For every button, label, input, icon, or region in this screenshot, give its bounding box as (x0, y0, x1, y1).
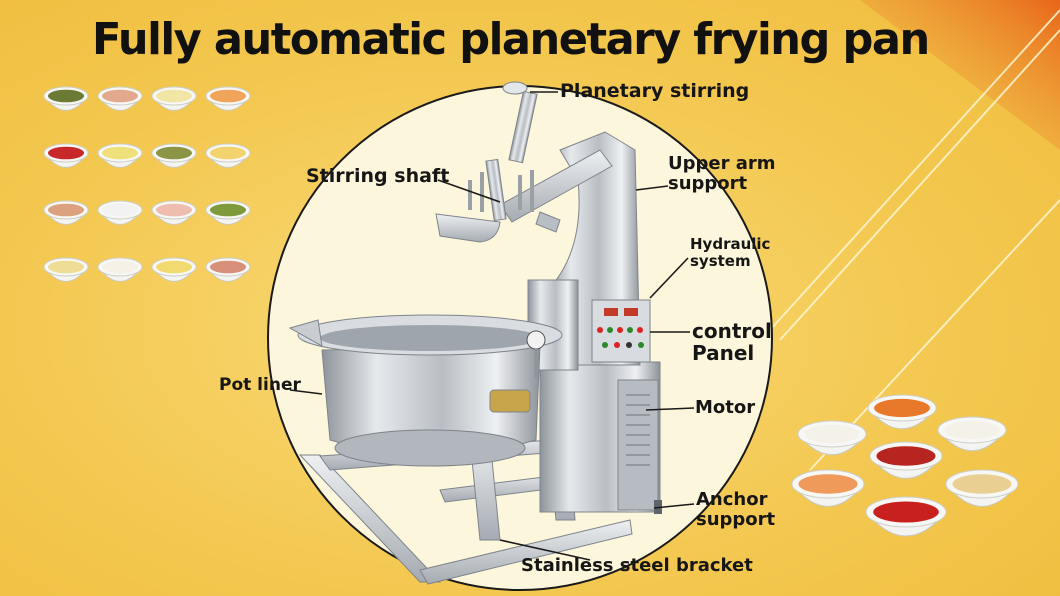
sauce-bowl-icon (42, 257, 90, 282)
label-hydraulic-system: Hydraulic system (690, 236, 770, 269)
label-anchor-line1: Anchor (696, 489, 768, 510)
sauce-bowl-icon (96, 143, 144, 168)
label-planetary-stirring: Planetary stirring (560, 80, 750, 102)
sauce-bowl-icon (790, 469, 866, 507)
sauce-bowl-icon (42, 143, 90, 168)
label-control-line1: control (692, 319, 772, 343)
sauce-bowl-icon (796, 420, 868, 456)
label-anchor-line2: support (696, 508, 776, 530)
pot (288, 314, 563, 467)
sauce-bowl-icon (866, 394, 938, 430)
corner-glow (860, 0, 1060, 150)
sauce-bowl-icon (96, 257, 144, 282)
sauce-bowl-icon (150, 257, 198, 282)
planetary-arm (435, 81, 613, 243)
sauce-bowls-left (42, 86, 252, 282)
sauce-bowl-icon (204, 200, 252, 225)
motor-cabinet (539, 361, 662, 514)
label-stirring-shaft: Stirring shaft (306, 165, 450, 187)
leader-lines (289, 91, 695, 561)
sauce-bowl-icon (96, 200, 144, 225)
sauce-bowl-icon (96, 86, 144, 111)
label-control-panel: control Panel (692, 320, 772, 364)
sauce-bowl-icon (944, 469, 1020, 507)
label-stainless-steel-bracket: Stainless steel bracket (521, 555, 753, 576)
label-motor: Motor (695, 397, 756, 418)
sauce-bowl-icon (936, 416, 1008, 452)
label-upper-arm-line1: Upper arm (668, 153, 776, 174)
sauce-bowl-icon (204, 257, 252, 282)
label-upper-arm-line2: support (668, 172, 748, 194)
sauce-bowl-icon (150, 143, 198, 168)
sauce-bowl-icon (864, 496, 948, 537)
label-hydraulic-line2: system (690, 251, 751, 270)
label-hydraulic-line1: Hydraulic (690, 235, 771, 253)
sauce-bowls-right (790, 394, 1020, 537)
sauce-bowl-icon (42, 86, 90, 111)
sauce-bowl-icon (868, 441, 944, 479)
label-upper-arm-support: Upper arm support (668, 154, 776, 194)
label-pot-liner: Pot liner (219, 375, 301, 395)
sauce-bowl-icon (150, 200, 198, 225)
sauce-bowl-icon (42, 200, 90, 225)
label-anchor-support: Anchor support (696, 490, 775, 530)
sauce-bowl-icon (150, 86, 198, 111)
sauce-bowl-icon (204, 86, 252, 111)
sauce-bowl-icon (204, 143, 252, 168)
page-title: Fully automatic planetary frying pan (92, 14, 930, 65)
control-panel-box (591, 299, 651, 363)
label-control-line2: Panel (692, 341, 755, 365)
